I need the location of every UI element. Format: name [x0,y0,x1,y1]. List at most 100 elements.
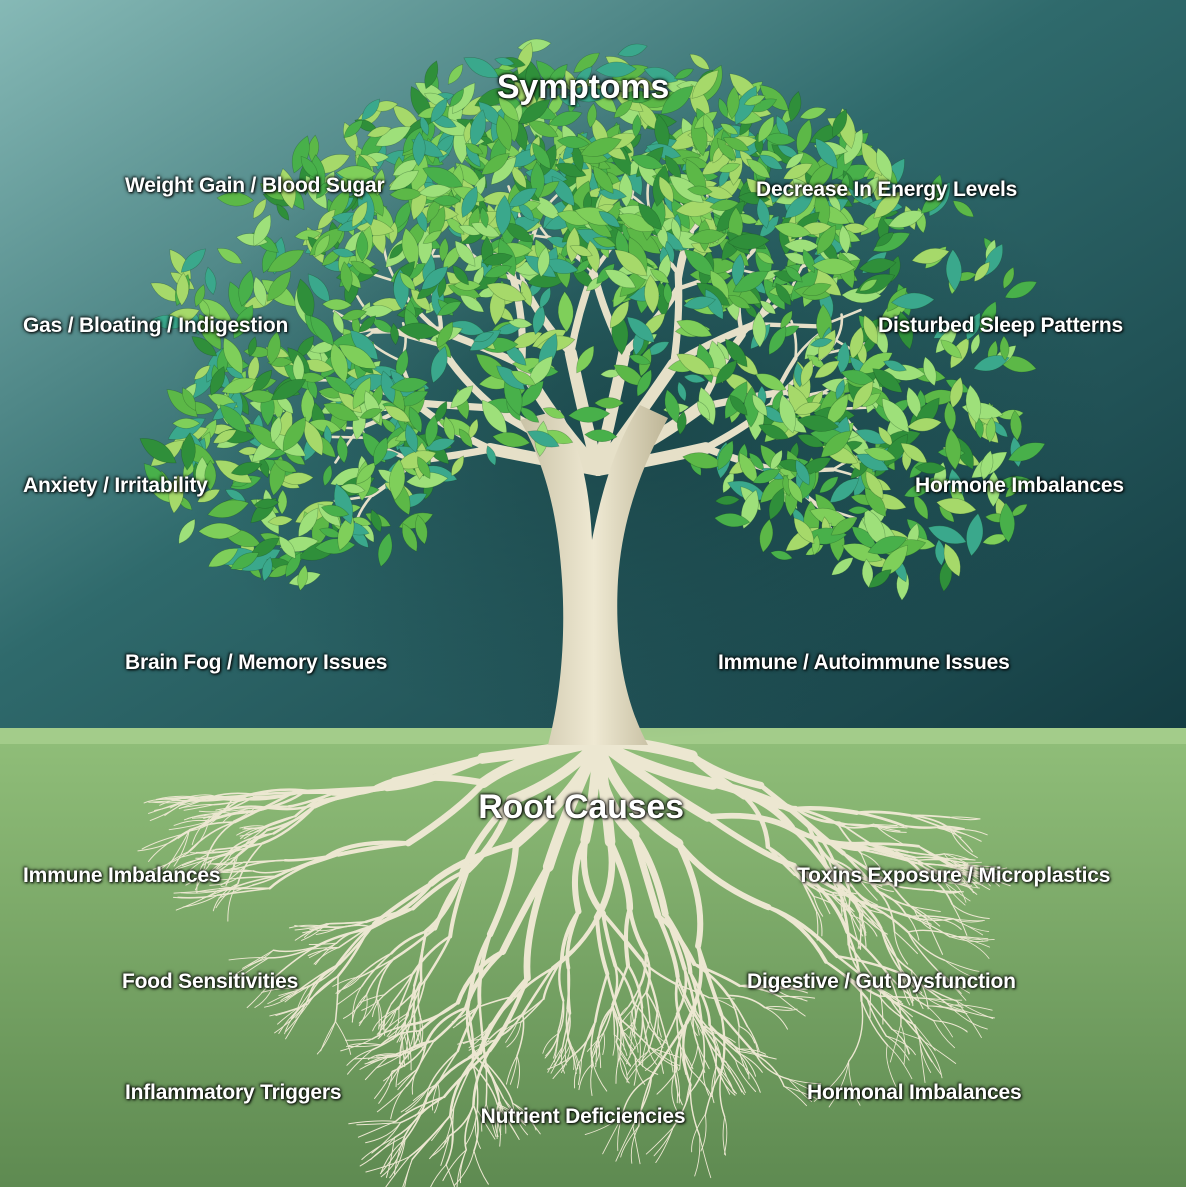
root-strand [626,963,644,1009]
root-strand [359,1137,395,1167]
leaf [401,227,420,270]
root-strand [183,813,216,821]
leaf [568,406,611,423]
root-strand [620,1029,636,1050]
root-strand [195,850,231,853]
leaf [923,356,937,387]
root-strand [850,914,878,937]
root-strand [334,975,339,1023]
leaf [817,329,836,361]
root-strand [448,1051,482,1117]
leaf [716,137,737,161]
leaf [436,321,454,349]
leaf [945,428,962,471]
root-strand [432,1082,439,1111]
root-strand [335,925,371,944]
root-strand [824,960,869,1000]
root-strand [615,1125,634,1162]
leaf [412,131,426,167]
root-strand [621,1076,652,1118]
leaf [726,86,740,120]
root-strand [148,834,183,862]
root-strand [926,1005,966,1013]
leaf [439,237,449,263]
root-strand [308,942,337,946]
root-strand [502,1018,519,1036]
root-strand [515,966,555,998]
root-strand [722,1116,727,1156]
leaf [569,245,593,257]
leaf [592,236,617,248]
leaf [985,416,996,444]
root-strand [738,1025,740,1051]
root-strand [565,909,581,970]
leaf [768,487,785,521]
leaf [253,276,267,308]
leaf [248,423,281,451]
leaf [267,515,294,526]
leaf [389,458,406,501]
leaf [945,248,962,292]
leaf [322,464,333,487]
leaf [453,280,482,291]
root-strand [478,1059,505,1099]
leaf [455,162,482,188]
root-strand [842,852,880,893]
leaf [966,513,984,557]
root-strand [859,880,878,901]
leaf [495,194,512,236]
root-strand [180,890,218,894]
leaf [247,336,257,357]
root-strand [689,1044,699,1071]
leaf [496,114,513,152]
root-strand [613,1034,628,1056]
leaf [875,232,894,247]
root-strand [948,1004,993,1011]
leaf [481,252,513,266]
root-strand [294,925,325,931]
leaf [518,99,551,125]
root-strand [640,959,679,987]
root-strand [645,1126,674,1155]
leaf [270,415,282,444]
root-strand [550,1046,564,1074]
root-strand [647,1007,659,1053]
leaf [814,360,840,379]
leaf [470,222,501,238]
root-strand [675,1069,681,1104]
leaf [617,213,656,232]
root-strand [944,858,976,861]
root-strand [612,1034,616,1056]
root-strand [584,1116,623,1135]
root-strand [300,975,339,1008]
root-strand [646,1040,658,1065]
leaf [417,456,431,480]
root-strand [335,973,362,994]
root-strand [813,895,824,917]
leaf [278,168,297,210]
root-strand [601,911,618,968]
leaf [663,281,672,305]
root-strand [212,883,239,912]
root-strand [789,805,860,815]
root-strand [376,998,380,1030]
root-strand [755,1054,785,1088]
leaf [770,550,793,561]
root-strand [590,1063,594,1097]
root-strand [472,1104,479,1152]
root-strand [925,917,944,955]
leaf [464,143,484,155]
leaf [973,355,1010,372]
leaf [757,115,775,143]
root-strand [338,925,371,949]
root-strand [351,985,363,1023]
leaf [216,192,255,207]
root-strand [907,931,946,962]
root-strand [595,915,610,976]
root-strand [725,1061,745,1096]
leaf [194,284,206,308]
root-strand [231,875,277,889]
root-strand [912,906,941,913]
root-strand [384,1013,408,1031]
root-strand [354,1056,389,1060]
